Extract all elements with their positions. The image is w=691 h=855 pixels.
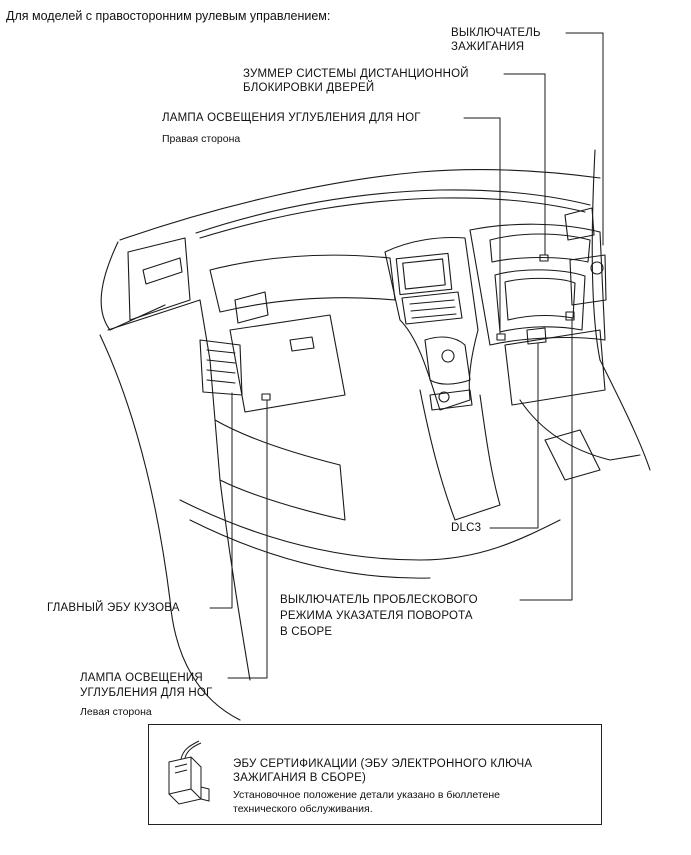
note-title-line2: ЗАЖИГАНИЯ В СБОРЕ) [233,772,367,784]
footwell-lamp-right-part [496,333,506,341]
leader-dlc3 [489,342,539,529]
shift-knob [441,349,455,363]
nav-screen [395,252,453,296]
cluster-window [504,277,576,321]
leader-footwell-right [463,117,501,335]
callout-footwell-left-line1: ЛАМПА ОСВЕЩЕНИЯ [80,672,203,684]
glovebox-handle [289,336,315,352]
cluster-hood [489,233,591,263]
body-ecu-detail [206,349,236,384]
callout-hazard-line3: В СБОРЕ [280,626,333,638]
note-text-line2: технического обслуживания. [233,803,373,815]
ignition-knob [590,261,604,275]
left-kick [219,479,251,681]
shifter-area [424,336,471,385]
leader-hazard [519,317,573,601]
callout-footwell-right: ЛАМПА ОСВЕЩЕНИЯ УГЛУБЛЕНИЯ ДЛЯ НОГ [162,112,421,124]
callout-hazard-line2: РЕЖИМА УКАЗАТЕЛЯ ПОВОРОТА [280,610,473,622]
callout-footwell-left-side: Левая сторона [80,706,152,718]
leader-footwell-left [227,399,268,679]
certification-ecu-note-box: ЭБУ СЕРТИФИКАЦИИ (ЭБУ ЭЛЕКТРОННОГО КЛЮЧА… [148,724,602,825]
buzzer-part [539,254,549,262]
cupholder [429,389,473,411]
callout-ignition-line1: ВЫКЛЮЧАТЕЛЬ [451,27,541,39]
left-door-line-2 [107,299,216,421]
dash-top-edge [195,189,591,234]
callout-buzzer-line1: ЗУММЕР СИСТЕМЫ ДИСТАНЦИОННОЙ [243,68,469,80]
leader-body-ecu [209,392,233,609]
cup-ring [438,391,450,403]
leader-ignition [565,32,604,246]
callout-main-body-ecu: ГЛАВНЫЙ ЭБУ КУЗОВА [47,602,180,614]
center-stack-outline [384,236,479,411]
left-door-line [99,334,241,721]
leader-lines [209,32,604,679]
callout-buzzer-line2: БЛОКИРОВКИ ДВЕРЕЙ [243,82,375,94]
nav-screen-inner [402,258,446,290]
right-lower-panel [504,329,606,406]
left-vent [234,291,269,324]
center-console [419,389,501,521]
floor-line-2 [189,519,431,579]
leader-buzzer [503,73,546,256]
certification-ecu-icon [168,740,210,805]
callout-dlc3: DLC3 [451,522,482,534]
dash-top-edge-2 [199,197,586,239]
lower-left-dash [214,419,346,521]
glovebox [229,314,346,413]
side-window [127,237,191,321]
diagram-header: Для моделей с правосторонним рулевым упр… [6,9,331,23]
callout-footwell-right-side: Правая сторона [162,133,241,145]
left-dash-face [209,254,396,313]
windshield-edge [119,169,601,241]
steering-column [494,269,586,333]
right-switch-panel [569,254,607,306]
driver-vent [564,207,595,241]
footwell-lamp-left-part [261,393,271,401]
audio-buttons [409,299,457,319]
callout-footwell-left-line2: УГЛУБЛЕНИЯ ДЛЯ НОГ [80,687,213,699]
right-door-line [599,359,651,471]
note-title-line1: ЭБУ СЕРТИФИКАЦИИ (ЭБУ ЭЛЕКТРОННОГО КЛЮЧА [233,758,533,770]
floor-line [179,499,561,561]
knee-area [519,399,641,461]
pedal-area [544,429,601,481]
callout-ignition-line2: ЗАЖИГАНИЯ [451,41,525,53]
hazard-switch-part [565,311,575,321]
callout-hazard-line1: ВЫКЛЮЧАТЕЛЬ ПРОБЛЕСКОВОГО [280,594,478,606]
note-text-line1: Установочное положение детали указано в … [233,789,500,801]
driver-dash [469,223,606,346]
a-pillar-left [100,241,166,331]
side-vent-left [142,257,183,285]
audio-panel [401,291,463,325]
body-ecu [199,339,243,396]
right-pillar [591,149,601,361]
dlc3-connector [526,327,547,345]
